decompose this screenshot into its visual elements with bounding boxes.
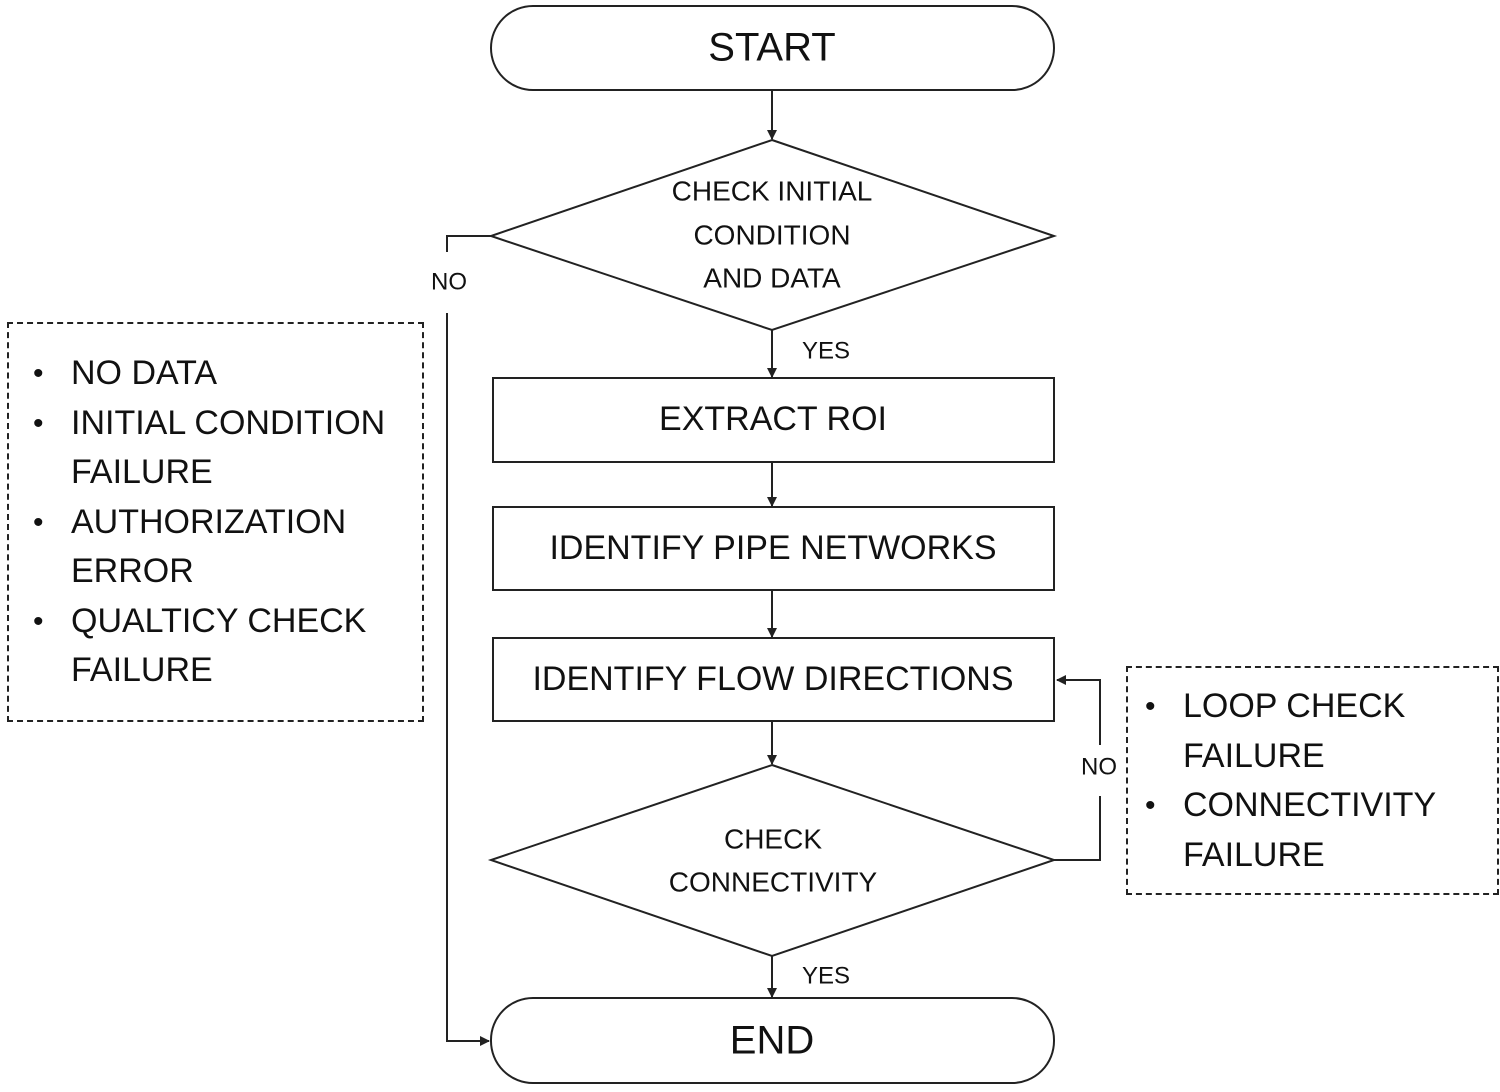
arrow-check-initial-no-to-end (446, 235, 491, 252)
identify-flow-directions-label: IDENTIFY FLOW DIRECTIONS (532, 660, 1013, 698)
check-initial-label-line-3: AND DATA (703, 262, 841, 293)
check-initial-label-line-1: CHECK INITIAL (672, 175, 873, 206)
connectivity-failure-notes: LOOP CHECK FAILURE CONNECTIVITY FAILURE (1126, 666, 1499, 895)
extract-roi-node: EXTRACT ROI (492, 377, 1055, 463)
list-item: CONNECTIVITY FAILURE (1145, 781, 1497, 880)
initial-failure-list: NO DATA INITIAL CONDITION FAILURE AUTHOR… (33, 349, 422, 696)
start-node: START (490, 5, 1055, 91)
arrow-check-connectivity-no-lower (1054, 796, 1101, 861)
check-connectivity-label-line-1: CHECK (724, 823, 822, 854)
initial-failure-notes: NO DATA INITIAL CONDITION FAILURE AUTHOR… (7, 322, 424, 722)
identify-pipe-networks-label: IDENTIFY PIPE NETWORKS (549, 529, 996, 567)
list-item: INITIAL CONDITION FAILURE (33, 399, 422, 498)
check-connectivity-label-line-2: CONNECTIVITY (669, 866, 878, 897)
identify-flow-directions-node: IDENTIFY FLOW DIRECTIONS (492, 637, 1055, 722)
check-initial-label-line-2: CONDITION (693, 219, 850, 250)
arrow-check-connectivity-no-to-identify-flow (1056, 675, 1101, 745)
extract-roi-label: EXTRACT ROI (659, 400, 887, 438)
check-initial-decision: CHECK INITIAL CONDITION AND DATA (487, 138, 1058, 332)
list-item: NO DATA (33, 349, 422, 399)
check-connectivity-yes-label: YES (802, 962, 850, 989)
check-initial-yes-label: YES (802, 337, 850, 364)
list-item: QUALTICY CHECK FAILURE (33, 597, 422, 696)
start-label: START (708, 26, 835, 70)
check-connectivity-decision: CHECK CONNECTIVITY (487, 763, 1058, 958)
list-item: AUTHORIZATION ERROR (33, 498, 422, 597)
check-connectivity-no-label: NO (1081, 753, 1117, 780)
end-label: END (730, 1019, 814, 1063)
check-initial-no-label: NO (431, 268, 467, 295)
list-item: LOOP CHECK FAILURE (1145, 682, 1497, 781)
identify-pipe-networks-node: IDENTIFY PIPE NETWORKS (492, 506, 1055, 591)
end-node: END (490, 997, 1055, 1084)
arrow-check-initial-no-to-end-lower (446, 313, 490, 1046)
connectivity-failure-list: LOOP CHECK FAILURE CONNECTIVITY FAILURE (1145, 682, 1497, 880)
